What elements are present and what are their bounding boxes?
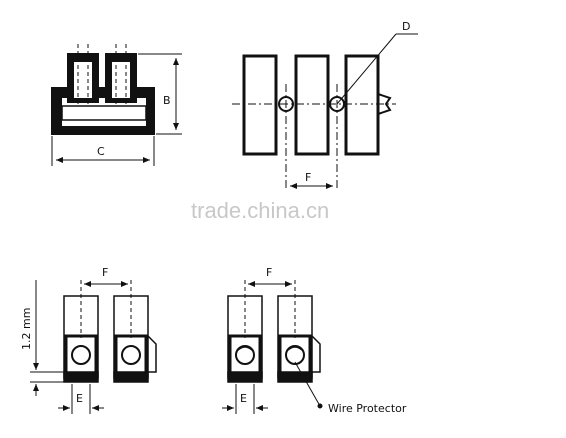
dimension-C <box>51 136 155 166</box>
front-view-right <box>227 280 321 383</box>
dimension-E-left <box>58 384 104 414</box>
label-1-2mm: 1.2 mm <box>20 308 33 350</box>
label-E-right: E <box>240 392 247 405</box>
label-E-left: E <box>76 392 83 405</box>
label-F-right: F <box>266 266 272 279</box>
side-view <box>51 44 155 135</box>
label-F-top: F <box>305 171 311 184</box>
leader-wire-protector <box>294 361 323 409</box>
dimension-E-right <box>222 384 268 414</box>
dimension-B <box>138 53 182 135</box>
label-B: B <box>163 94 171 107</box>
label-wire-protector: Wire Protector <box>328 402 407 415</box>
top-view <box>232 54 396 190</box>
label-F-left: F <box>102 266 108 279</box>
leader-D <box>336 33 418 105</box>
watermark: trade.china.cn <box>191 198 329 223</box>
label-D: D <box>402 20 410 33</box>
front-view-left <box>63 280 157 383</box>
label-C: C <box>97 145 105 158</box>
dimension-1-2mm <box>30 280 64 396</box>
